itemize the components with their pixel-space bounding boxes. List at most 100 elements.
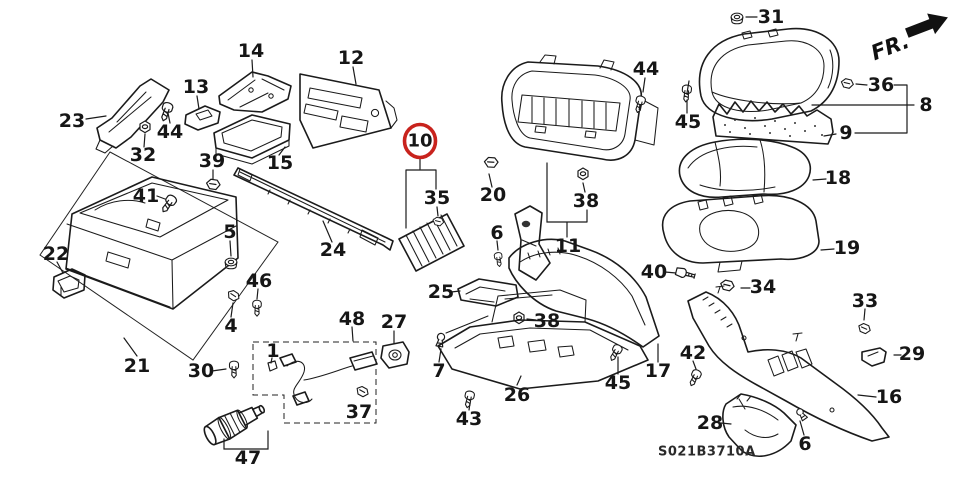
- diagram-code: S021B3710A: [658, 445, 756, 460]
- clip-icon: [355, 385, 370, 399]
- part-label-11: 11: [555, 235, 581, 257]
- part-14-bracket-assembly: [218, 71, 292, 113]
- clip-icon: [226, 288, 242, 303]
- part-label-4: 4: [224, 315, 237, 337]
- part-label-18: 18: [825, 167, 851, 189]
- clip-icon: [840, 77, 855, 90]
- part-label-8: 8: [919, 94, 932, 116]
- clip-icon: [719, 278, 736, 293]
- highlighted-callout-10: 10: [402, 122, 438, 160]
- screw-icon: [493, 251, 504, 268]
- part-29-bracket: [861, 347, 887, 367]
- part-label-38a: 38: [573, 190, 599, 212]
- part-label-17: 17: [645, 360, 671, 382]
- part-label-40: 40: [641, 261, 667, 283]
- part-label-33: 33: [852, 290, 878, 312]
- part-16-lower-garnish: [687, 285, 890, 442]
- grommet-icon: [224, 257, 238, 270]
- part-27-bezel: [380, 341, 410, 369]
- part-25-bracket: [457, 278, 519, 307]
- part-label-29: 29: [899, 343, 925, 365]
- part-label-26: 26: [504, 384, 530, 406]
- part-label-48: 48: [339, 308, 365, 330]
- screw-icon: [158, 192, 179, 216]
- nut-icon: [513, 311, 525, 325]
- part-label-36: 36: [868, 74, 894, 96]
- part-label-39: 39: [199, 150, 225, 172]
- screw-icon: [462, 389, 476, 410]
- part-47-cigarette-lighter: [203, 404, 266, 446]
- nut-icon: [577, 167, 589, 181]
- part-label-45a: 45: [675, 111, 701, 133]
- part-12-heater-control-panel: [299, 73, 398, 149]
- part-label-15: 15: [267, 152, 293, 174]
- part-18-column-upper-cover: [678, 138, 812, 199]
- part-label-44b: 44: [633, 58, 659, 80]
- fr-direction-indicator: FR.: [868, 13, 948, 65]
- part-label-30: 30: [188, 360, 214, 382]
- part-19-column-lower-cover: [661, 193, 820, 273]
- screw-icon: [252, 299, 262, 317]
- part-label-37: 37: [346, 401, 372, 423]
- part-23-dashboard-bracket: [95, 78, 170, 154]
- fr-label: FR.: [868, 29, 913, 65]
- part-label-14: 14: [238, 40, 264, 62]
- part-48-wire-harness-box: [252, 341, 378, 424]
- clip-icon: [857, 322, 872, 335]
- part-label-19: 19: [834, 237, 860, 259]
- clip-icon: [483, 154, 500, 170]
- part-label-43: 43: [456, 408, 482, 430]
- part-label-32: 32: [130, 144, 156, 166]
- part-22-latch: [52, 268, 86, 299]
- part-label-46: 46: [246, 270, 272, 292]
- part-label-6a: 6: [490, 222, 503, 244]
- part-15-pocket: [213, 114, 291, 165]
- nut-icon: [139, 120, 151, 134]
- part-label-28: 28: [697, 412, 723, 434]
- part-21-glove-box: [39, 151, 279, 361]
- part-9-insulator-pad: [712, 100, 834, 145]
- part-label-1: 1: [266, 340, 279, 362]
- part-7-bulb-socket: [435, 315, 489, 348]
- screw-icon: [606, 342, 624, 363]
- part-label-44a: 44: [157, 121, 183, 143]
- part-label-31: 31: [758, 6, 784, 28]
- part-24-rail: [233, 167, 394, 251]
- part-label-21: 21: [124, 355, 150, 377]
- part-label-24: 24: [320, 239, 346, 261]
- part-label-27: 27: [381, 311, 407, 333]
- part-label-42: 42: [680, 342, 706, 364]
- clip-icon: [205, 177, 222, 192]
- part-label-20: 20: [480, 184, 506, 206]
- part-label-22: 22: [43, 243, 69, 265]
- leader-lines: [56, 16, 915, 450]
- part-label-41: 41: [133, 185, 159, 207]
- grommet-icon: [730, 12, 744, 25]
- part-label-10: 10: [407, 131, 432, 152]
- part-label-23: 23: [59, 110, 85, 132]
- part-label-25: 25: [428, 281, 454, 303]
- part-label-13: 13: [183, 76, 209, 98]
- part-label-35: 35: [424, 187, 450, 209]
- part-17-lower-cover: [508, 205, 660, 348]
- fr-arrow-icon: [905, 13, 948, 38]
- screw-icon: [228, 360, 240, 379]
- screw-icon: [632, 94, 647, 115]
- bulb-icon: [794, 406, 809, 422]
- bolt-icon: [674, 266, 697, 282]
- part-label-45b: 45: [605, 372, 631, 394]
- part-label-6b: 6: [798, 433, 811, 455]
- part-label-5: 5: [223, 221, 236, 243]
- part-26-console-bracket: [437, 289, 649, 390]
- part-label-16: 16: [876, 386, 902, 408]
- part-label-38b: 38: [534, 310, 560, 332]
- part-10-center-vent: [398, 213, 465, 272]
- part-label-47: 47: [235, 447, 261, 469]
- part-label-34: 34: [750, 276, 776, 298]
- part-label-12: 12: [338, 47, 364, 69]
- highlight-circle: [402, 122, 438, 160]
- part-label-7: 7: [432, 360, 445, 382]
- screw-icon: [686, 367, 703, 389]
- part-label-9: 9: [839, 122, 852, 144]
